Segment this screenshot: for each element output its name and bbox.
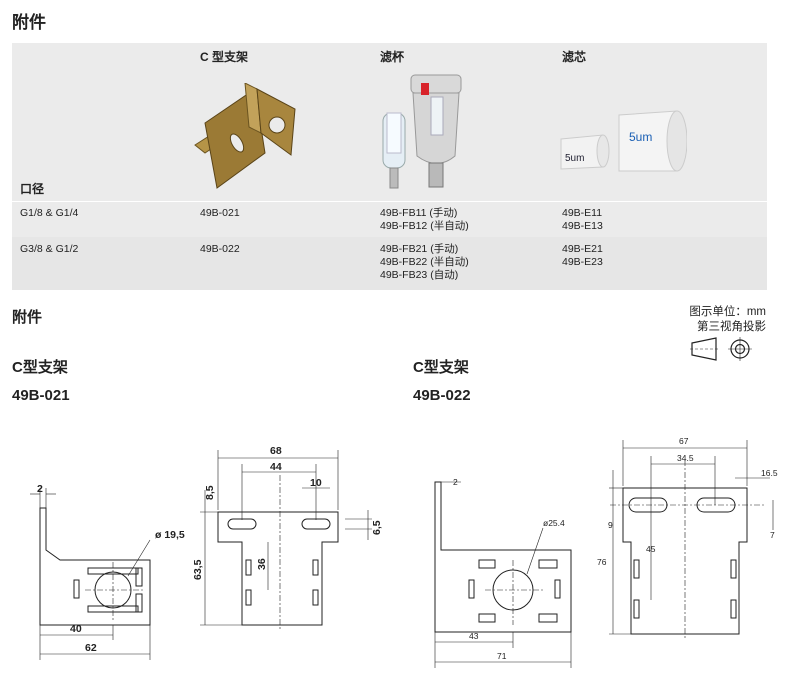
col-header-element: 滤芯 [562, 50, 587, 64]
table-row-2-bowl: 49B-FB21 (手动) 49B-FB22 (半自动) 49B-FB23 (自… [380, 243, 469, 281]
page-title: 附件 [12, 13, 46, 32]
dim-34-5: 34.5 [677, 453, 694, 463]
side-view-outline [39, 507, 151, 626]
section-title: 附件 [12, 309, 43, 326]
dim-76: 76 [597, 557, 607, 567]
dim-63-5: 63,5 [192, 559, 204, 580]
table-row-1-element: 49B-E11 49B-E13 [562, 207, 603, 232]
dim-hole-left: ø 19,5 [155, 529, 185, 541]
dim-9: 9 [608, 520, 613, 530]
bracket-photo [194, 83, 296, 189]
unit-note: 图示单位：mm [689, 306, 766, 318]
side-view-outline-right [434, 481, 572, 633]
dim-62: 62 [85, 642, 97, 654]
col-header-bore: 口径 [20, 182, 45, 196]
right-drawing-name: C型支架 [413, 359, 469, 376]
table-row-2-element: 49B-E21 49B-E23 [562, 243, 603, 268]
accessory-table: C 型支架 滤杯 滤芯 口径 5um 5um G1/8 & G1/4 49B-0… [12, 43, 767, 290]
projection-note: 第三视角投影 [697, 321, 766, 333]
table-row-2-bracket: 49B-022 [200, 243, 240, 255]
element-large-label: 5um [629, 130, 652, 144]
dim-16-5: 16.5 [761, 468, 778, 478]
dim-67: 67 [679, 436, 689, 446]
dim-thickness-left: 2 [37, 483, 43, 495]
dim-6-5: 6,5 [371, 520, 383, 535]
dim-71: 71 [497, 651, 507, 661]
dim-36: 36 [256, 558, 268, 570]
dim-40: 40 [70, 623, 82, 635]
drawing-49b-021: 2 ø 19,5 40 62 68 44 10 8,5 63,5 36 6,5 [30, 445, 383, 660]
right-drawing-code: 49B-022 [413, 387, 471, 404]
dim-hole-right: ø25.4 [543, 518, 565, 528]
element-small-label: 5um [565, 153, 584, 164]
table-row-2-bg [12, 237, 767, 290]
table-row-1-bore: G1/8 & G1/4 [20, 207, 79, 219]
dim-7: 7 [770, 530, 775, 540]
row-divider [12, 201, 767, 202]
element-photo: 5um 5um [560, 110, 687, 172]
col-header-bowl: 滤杯 [380, 50, 405, 64]
table-row-1-bracket: 49B-021 [200, 207, 240, 219]
table-row-1-bowl: 49B-FB11 (手动) 49B-FB12 (半自动) [380, 207, 469, 232]
dim-10: 10 [310, 477, 322, 489]
dim-45: 45 [646, 544, 656, 554]
bowl-photo [382, 74, 462, 189]
drawing-49b-022: 2 ø25.4 43 71 67 34.5 16.5 9 76 45 7 [434, 436, 778, 668]
unit-note-block: 图示单位：mm 第三视角投影 [689, 305, 766, 335]
col-header-bracket: C 型支架 [200, 50, 249, 64]
dim-8-5: 8,5 [204, 485, 216, 500]
dim-thickness-right: 2 [453, 477, 458, 487]
dim-43: 43 [469, 631, 479, 641]
left-drawing-code: 49B-021 [12, 387, 70, 404]
table-row-2-bore: G3/8 & G1/2 [20, 243, 79, 255]
dim-68: 68 [270, 445, 282, 457]
third-angle-projection-icon [690, 337, 752, 361]
left-drawing-name: C型支架 [12, 359, 68, 376]
dim-44: 44 [270, 461, 282, 473]
